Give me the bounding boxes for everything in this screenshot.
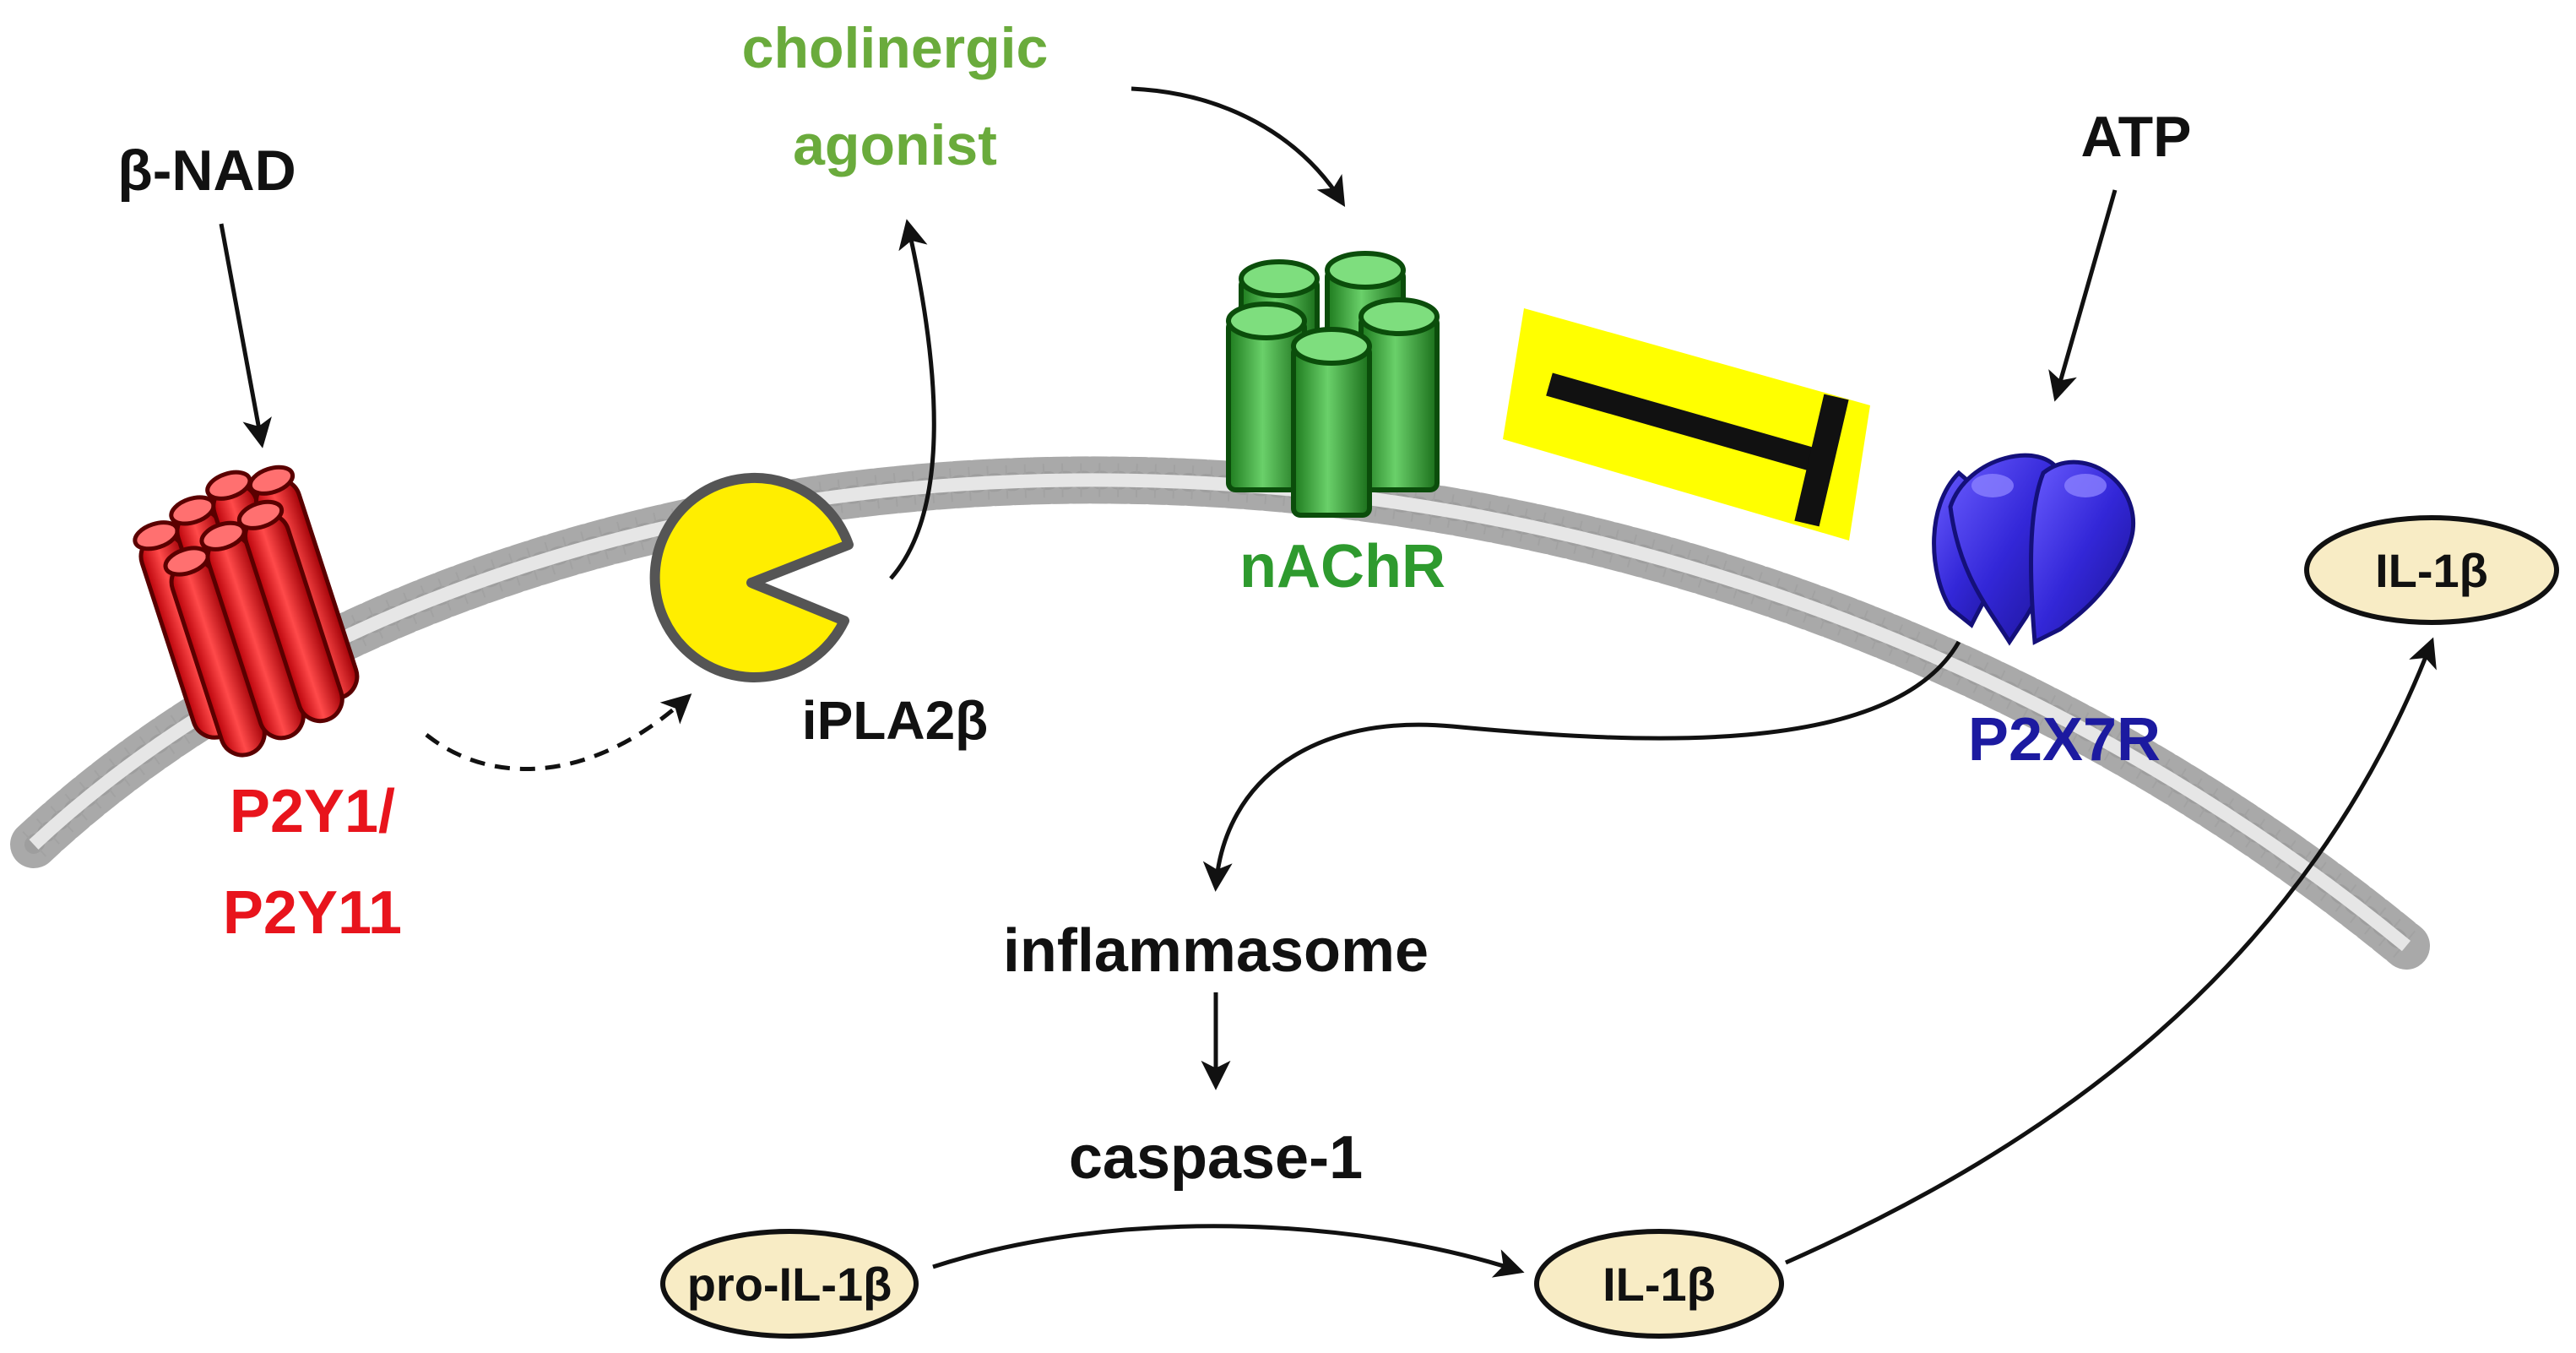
pro-il1b-pill: pro-IL-1β xyxy=(660,1229,919,1339)
inhibition-icon xyxy=(1503,308,1870,541)
p2x7r-channel-icon xyxy=(1932,453,2135,646)
arrow-proil1b-to-il1b xyxy=(932,1224,1525,1278)
arrow-ipla2b-to-agonist xyxy=(889,219,936,580)
arrow-bnad-to-p2y xyxy=(219,223,272,448)
ipla2b-label: iPLA2β xyxy=(802,690,988,751)
p2x7r-label: P2X7R xyxy=(1968,706,2161,774)
nachr-label: nAChR xyxy=(1239,533,1445,600)
pro-il1b-label: pro-IL-1β xyxy=(687,1258,892,1311)
cholinergic-label-line2: agonist xyxy=(793,113,997,177)
arrow-p2x7r-to-inflammasome xyxy=(1202,640,1961,892)
p2y-label-line1: P2Y1/ xyxy=(230,778,395,845)
il1b-inside-pill: IL-1β xyxy=(1534,1229,1784,1339)
il1b-outside-label: IL-1β xyxy=(2375,544,2488,597)
cholinergic-label-line1: cholinergic xyxy=(742,16,1049,80)
arrow-atp-to-p2x7r xyxy=(2048,189,2118,402)
arrow-il1b-secretion xyxy=(1784,637,2437,1265)
atp-label: ATP xyxy=(2081,105,2192,169)
ipla2b-enzyme-icon xyxy=(649,472,854,682)
arrows xyxy=(219,86,2437,1278)
beta-nad-label: β-NAD xyxy=(117,139,296,203)
arrow-p2y-to-ipla2b xyxy=(425,693,692,771)
caspase-label: caspase-1 xyxy=(1069,1124,1363,1192)
p2y-receptor-icon xyxy=(133,465,360,758)
arrow-agonist-to-nachr xyxy=(1131,86,1346,207)
nachr-channel-icon xyxy=(1226,251,1440,518)
inflammasome-label: inflammasome xyxy=(1003,917,1429,985)
il1b-inside-label: IL-1β xyxy=(1603,1258,1716,1311)
il1b-outside-pill: IL-1β xyxy=(2304,515,2559,625)
p2y-label-line2: P2Y11 xyxy=(223,879,402,947)
